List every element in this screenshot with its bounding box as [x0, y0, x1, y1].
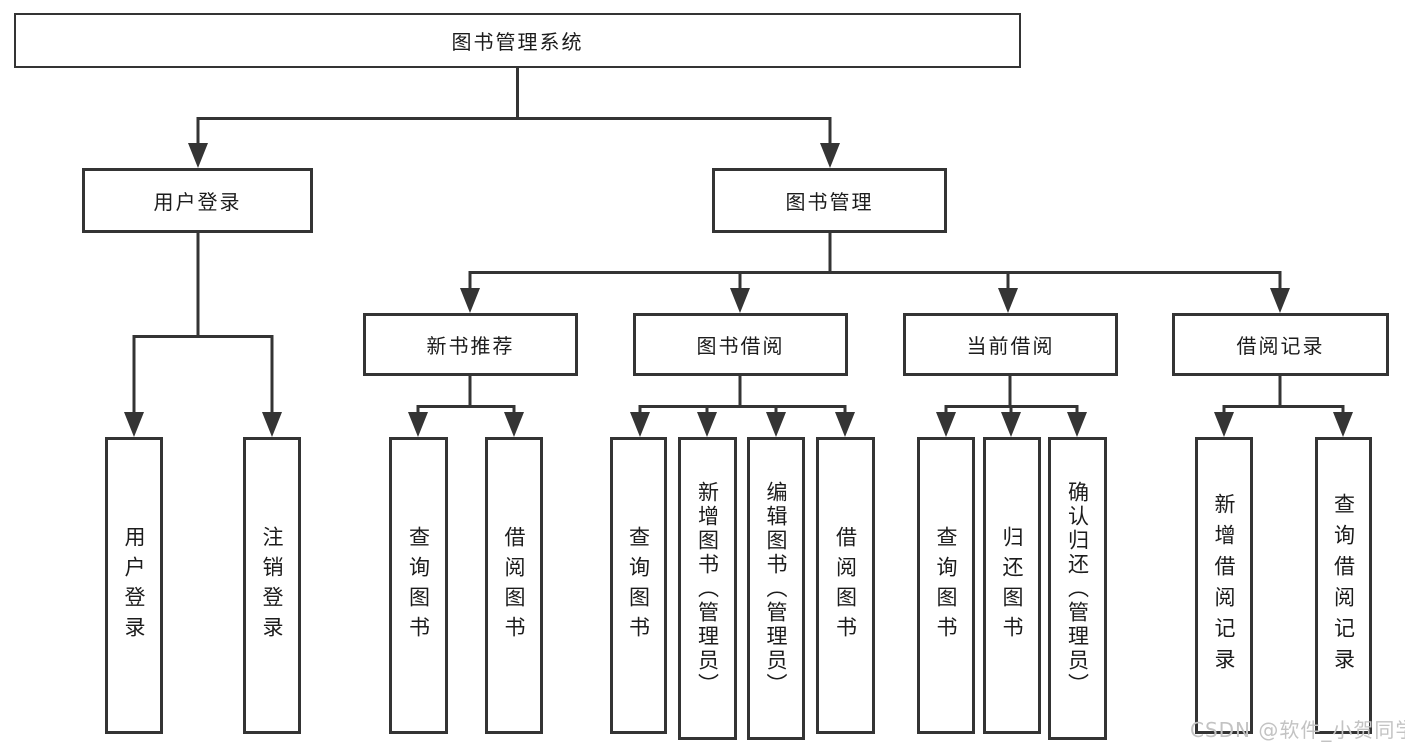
node-label: 用户登录 [153, 190, 242, 214]
connector-book-borrow-children [638, 376, 847, 413]
leaf-bb-edit-books-admin: 编辑图书（管理员） [747, 437, 805, 740]
connector-new-book-rec-children [416, 376, 516, 413]
leaf-bb-add-books-admin: 新增图书（管理员） [678, 437, 737, 740]
node-label: 查询借阅记录 [1331, 492, 1356, 679]
leaf-br-add-record: 新增借阅记录 [1195, 437, 1253, 734]
connector-current-borrow-children [944, 376, 1079, 413]
arrowheads-user-login-children [124, 412, 282, 437]
leaf-br-query-record: 查询借阅记录 [1315, 437, 1372, 734]
leaf-cb-return-books: 归还图书 [983, 437, 1041, 734]
node-book-management: 图书管理 [712, 168, 947, 233]
node-label: 新增图书（管理员） [695, 480, 720, 697]
node-label: 注销登录 [260, 525, 284, 646]
node-borrowing-records: 借阅记录 [1172, 313, 1389, 376]
node-label: 图书管理 [785, 190, 874, 214]
node-label: 用户登录 [122, 525, 146, 646]
connector-root-to-level1 [196, 68, 832, 144]
arrowheads-new-book-rec-children [408, 412, 524, 437]
leaf-user-login: 用户登录 [105, 437, 163, 734]
leaf-cb-confirm-return-admin: 确认归还（管理员） [1048, 437, 1107, 740]
arrowheads-level3 [460, 288, 1290, 313]
leaf-bb-query-books: 查询图书 [610, 437, 667, 734]
node-label: 查询图书 [934, 525, 958, 646]
node-label: 归还图书 [1000, 525, 1024, 646]
leaf-rec-borrow-books: 借阅图书 [485, 437, 543, 734]
arrowheads-level1 [188, 143, 840, 168]
node-label: 借阅图书 [502, 525, 526, 646]
connector-borrow-records-children [1222, 376, 1345, 413]
connector-user-login-children [132, 233, 274, 413]
node-root-library-system: 图书管理系统 [14, 13, 1021, 68]
node-label: 借阅记录 [1236, 334, 1325, 358]
node-label: 当前借阅 [966, 334, 1055, 358]
node-label: 新增借阅记录 [1212, 492, 1236, 679]
node-label: 借阅图书 [833, 525, 858, 646]
arrowheads-borrow-records-children [1214, 412, 1353, 437]
node-label: 新书推荐 [426, 334, 515, 358]
leaf-cb-query-books: 查询图书 [917, 437, 975, 734]
node-label: 图书管理系统 [451, 30, 584, 54]
node-label: 查询图书 [626, 525, 651, 646]
node-user-login: 用户登录 [82, 168, 313, 233]
node-label: 图书借阅 [696, 334, 785, 358]
arrowheads-current-borrow-children [936, 412, 1087, 437]
node-new-book-recommend: 新书推荐 [363, 313, 578, 376]
node-label: 编辑图书（管理员） [764, 480, 788, 697]
csdn-watermark: CSDN @软件_小贺同学 [1190, 718, 1405, 742]
node-label: 确认归还（管理员） [1065, 480, 1090, 697]
leaf-logout: 注销登录 [243, 437, 301, 734]
leaf-bb-borrow-books: 借阅图书 [816, 437, 875, 734]
leaf-rec-query-books: 查询图书 [389, 437, 448, 734]
connector-book-mgmt-to-level3 [468, 233, 1282, 289]
node-book-borrowing: 图书借阅 [633, 313, 848, 376]
arrowheads-book-borrow-children [630, 412, 855, 437]
node-current-borrowing: 当前借阅 [903, 313, 1118, 376]
node-label: 查询图书 [406, 525, 431, 646]
